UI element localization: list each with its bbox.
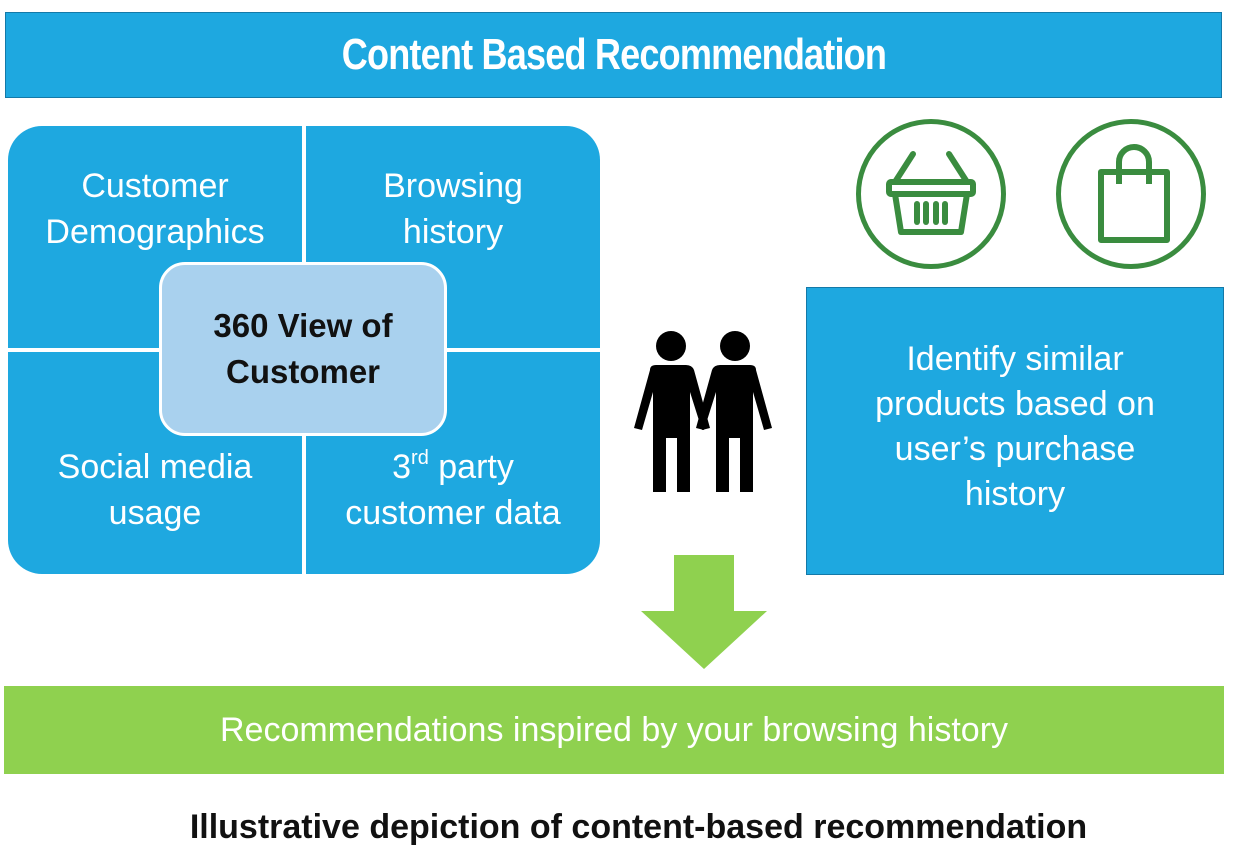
shopping-bag-icon	[1056, 119, 1206, 269]
caption-text: Illustrative depiction of content-based …	[189, 808, 1088, 846]
ordinal-suffix: rd	[411, 447, 429, 469]
quadrant-label-line: Customer	[81, 167, 229, 205]
quadrant-label-line: 3rd party	[306, 444, 600, 490]
down-arrow-icon	[641, 555, 767, 669]
figure-caption: Illustrative depiction of content-based …	[0, 808, 1233, 847]
side-box-line: user’s purchase	[894, 430, 1136, 468]
quadrant-label-line: Social media	[57, 448, 253, 486]
result-text: Recommendations inspired by your browsin…	[219, 710, 1009, 749]
two-people-icon	[634, 331, 772, 492]
quadrant-label-line: customer data	[345, 494, 561, 532]
shopping-basket-icon	[856, 119, 1006, 269]
diagram-title: Content Based Recommendation	[341, 30, 886, 79]
center-360-view-box: 360 View of Customer	[159, 262, 447, 436]
quadrant-label-line: Demographics	[45, 213, 265, 251]
quadrant-label-line: history	[402, 213, 504, 251]
center-label-line: Customer	[225, 353, 381, 390]
recommendation-result-bar: Recommendations inspired by your browsin…	[4, 686, 1224, 774]
quadrant-label-line: usage	[108, 494, 202, 532]
identify-similar-products-box: Identify similar products based on user’…	[806, 287, 1224, 575]
quadrant-label-line: Browsing	[383, 167, 523, 205]
title-bar: Content Based Recommendation	[5, 12, 1222, 98]
side-box-line: Identify similar	[906, 340, 1124, 378]
side-box-line: history	[964, 475, 1066, 513]
ordinal-number: 3	[392, 448, 412, 486]
center-label-line: 360 View of	[213, 307, 393, 344]
customer-data-grid: Customer Demographics Browsing history S…	[8, 126, 600, 574]
quadrant-label-rest: party	[428, 448, 514, 486]
side-box-line: products based on	[875, 385, 1155, 423]
